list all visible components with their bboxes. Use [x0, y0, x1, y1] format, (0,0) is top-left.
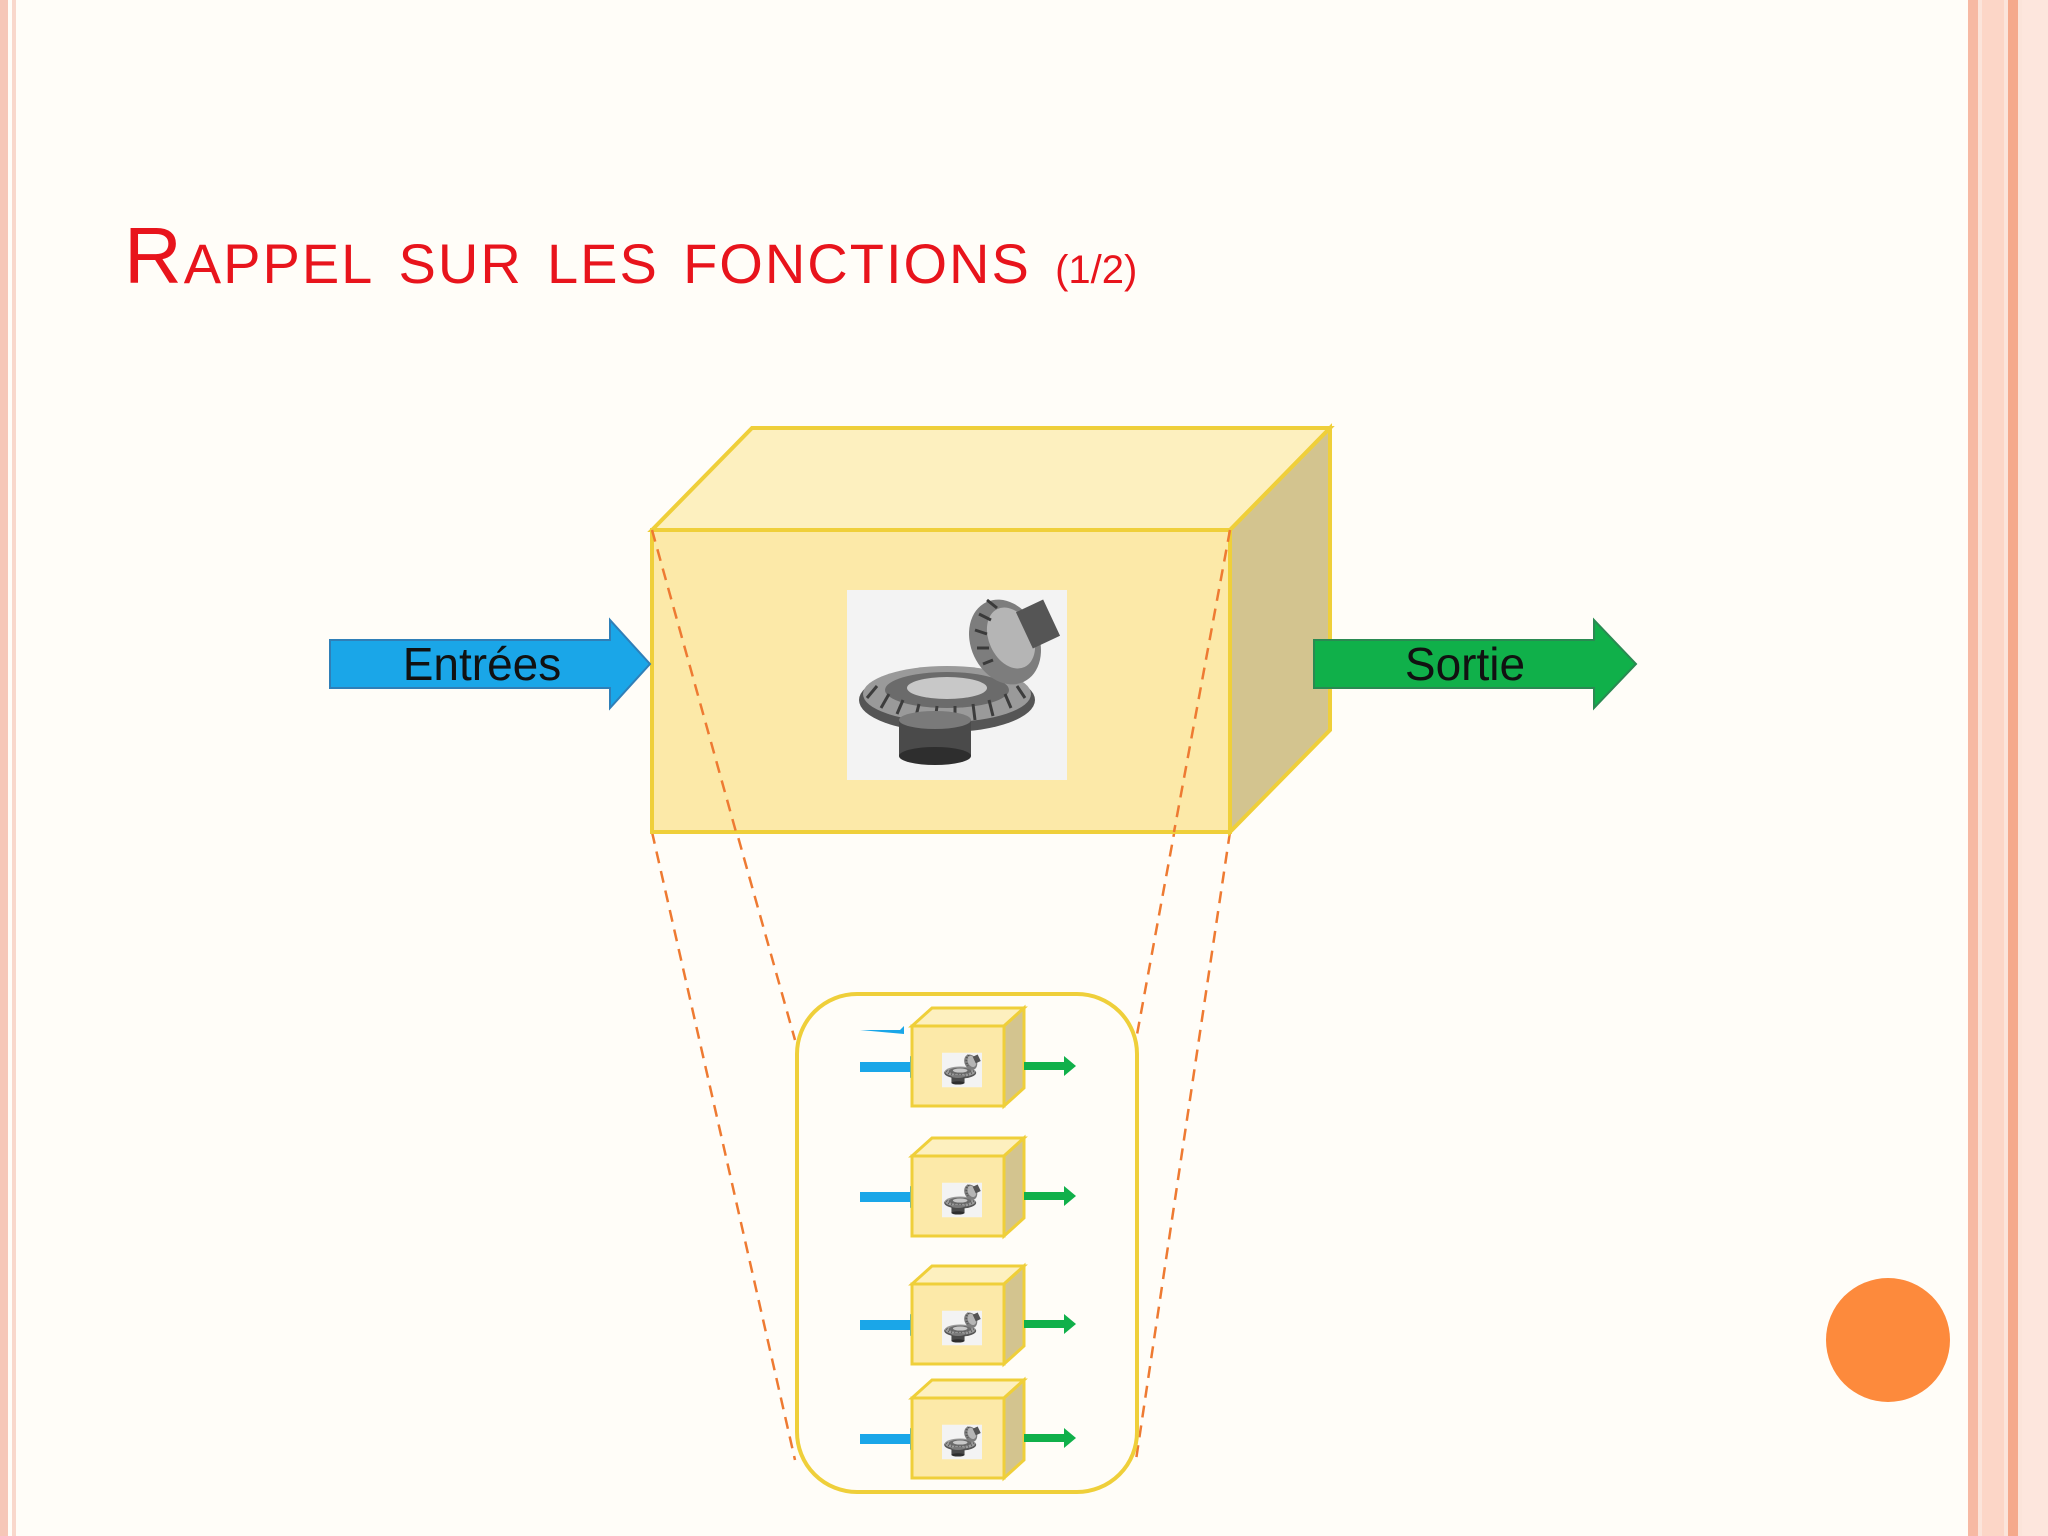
sub-functions-container	[795, 992, 1139, 1494]
sub-function-4	[860, 1376, 1076, 1482]
main-function-box	[647, 423, 1335, 837]
title-main: Rappel sur les fonctions	[124, 211, 1031, 300]
slide-title: Rappel sur les fonctions (1/2)	[124, 210, 1137, 302]
accent-dot	[1826, 1278, 1950, 1402]
left-border-decoration	[0, 0, 22, 1536]
bevel-gear-icon	[942, 1310, 982, 1346]
bevel-gear-icon	[846, 590, 1068, 780]
bevel-gear-icon	[942, 1052, 982, 1088]
right-border-decoration	[1968, 0, 2048, 1536]
sub-function-3	[860, 1262, 1076, 1368]
output-label: Sortie	[1405, 638, 1525, 690]
sub-function-2	[860, 1134, 1076, 1240]
sub-function-1	[860, 1004, 1076, 1110]
input-arrow	[329, 617, 652, 711]
title-part: (1/2)	[1055, 248, 1138, 292]
output-arrow	[1313, 617, 1638, 711]
bevel-gear-icon	[942, 1424, 982, 1460]
bevel-gear-icon	[942, 1182, 982, 1218]
input-label: Entrées	[403, 638, 562, 690]
box-top-face	[647, 426, 1335, 532]
